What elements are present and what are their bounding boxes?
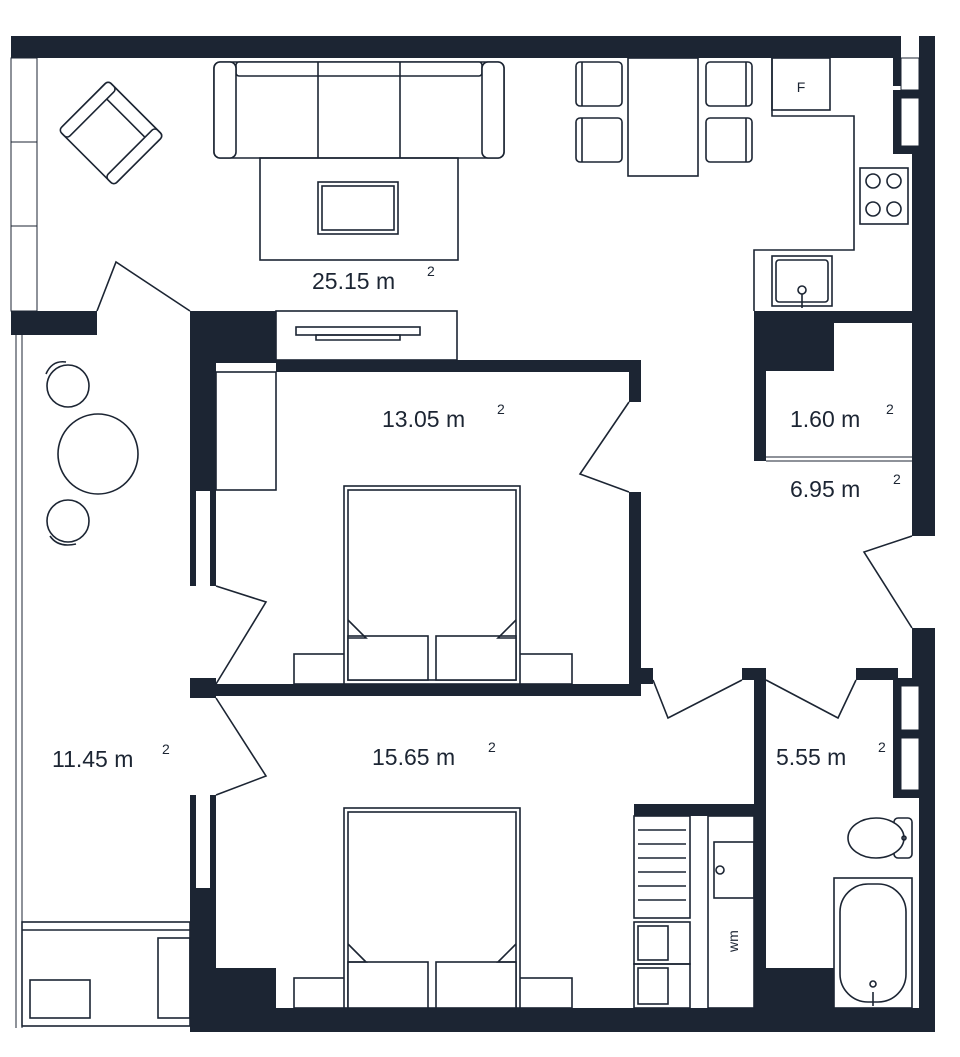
- utility-sink-icon: [707, 815, 755, 1009]
- room-label-bedroom-1: 13.05 m 2: [382, 401, 505, 432]
- toilet-icon: [847, 817, 913, 859]
- walls: [11, 36, 935, 1032]
- room-label-bathroom: 5.55 m 2: [776, 739, 886, 770]
- bathtub-icon: [833, 877, 913, 1009]
- balcony-table-icon: [57, 413, 139, 495]
- doors: [96, 260, 913, 796]
- room-label-bedroom-2: 15.65 m 2: [372, 739, 496, 770]
- drawer-unit: [633, 921, 691, 1009]
- balcony-door: [96, 260, 191, 312]
- svg-text:2: 2: [488, 739, 496, 755]
- svg-text:15.65 m: 15.65 m: [372, 744, 455, 770]
- towel-rail-icon: [633, 815, 691, 919]
- storage-outline: [766, 456, 912, 462]
- room-label-living: 25.15 m 2: [312, 263, 435, 294]
- hob-icon: [859, 167, 909, 225]
- bed1-door-left: [215, 585, 268, 685]
- sofa-icon: [213, 61, 505, 159]
- dining-table-icon: [627, 57, 699, 177]
- svg-text:11.45 m: 11.45 m: [52, 746, 133, 772]
- tv-unit-icon: [275, 310, 458, 361]
- balcony-chair-icon: [45, 360, 90, 546]
- double-bed-icon: [293, 485, 573, 685]
- windows: [10, 57, 920, 1028]
- bed1-door-right: [578, 401, 630, 493]
- coffee-table-icon: [317, 181, 399, 235]
- svg-text:2: 2: [162, 741, 170, 757]
- kitchen-sink-icon: [771, 255, 833, 308]
- room-label-hall: 6.95 m 2: [790, 471, 901, 502]
- room-label-balcony: 11.45 m 2: [52, 741, 170, 772]
- double-bed-icon: [293, 807, 573, 1009]
- room-label-storage: 1.60 m 2: [790, 401, 894, 432]
- svg-text:25.15 m: 25.15 m: [312, 268, 395, 294]
- fridge-label: F: [797, 79, 806, 95]
- washer-label: wm: [725, 930, 741, 953]
- balcony-cabinet: [21, 921, 191, 1027]
- armchair-icon: [59, 81, 163, 185]
- bed2-door-left: [215, 697, 268, 796]
- fridge-icon: F: [771, 57, 831, 111]
- svg-text:6.95 m: 6.95 m: [790, 476, 860, 502]
- rug: [259, 157, 459, 261]
- wardrobe: [215, 371, 277, 491]
- kitchen-counter: [753, 58, 855, 311]
- svg-text:2: 2: [427, 263, 435, 279]
- svg-text:2: 2: [886, 401, 894, 417]
- hall-door-bottom-right: [765, 679, 857, 720]
- svg-text:2: 2: [893, 471, 901, 487]
- svg-text:13.05 m: 13.05 m: [382, 406, 465, 432]
- hall-door-bottom-left: [652, 679, 743, 720]
- svg-text:1.60 m: 1.60 m: [790, 406, 860, 432]
- dining-chair-icon: [575, 61, 753, 163]
- entrance-door: [862, 535, 913, 629]
- svg-text:5.55 m: 5.55 m: [776, 744, 846, 770]
- svg-text:2: 2: [497, 401, 505, 417]
- svg-text:2: 2: [878, 739, 886, 755]
